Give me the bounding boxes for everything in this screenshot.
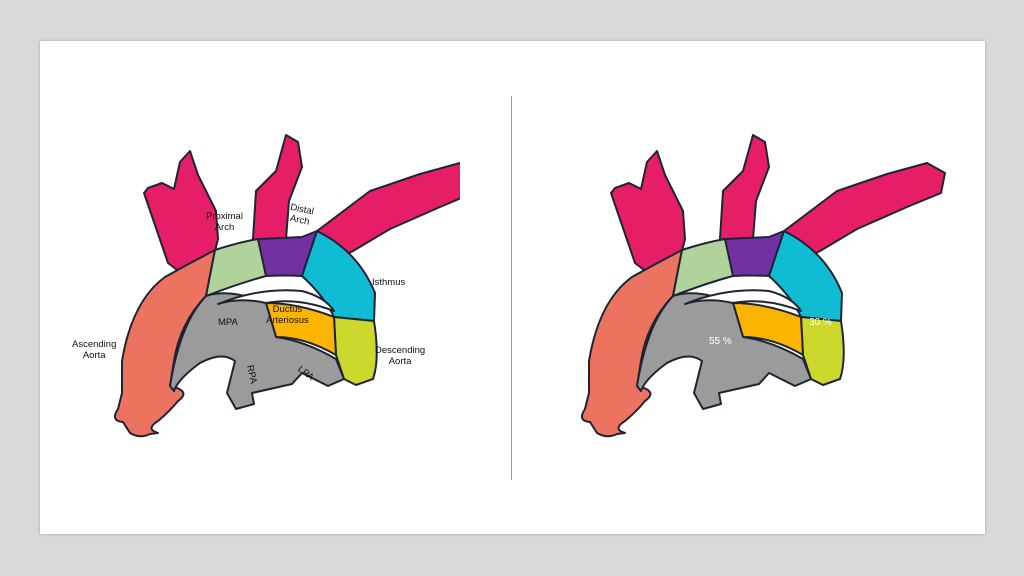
percent-descending: 38 %: [857, 355, 880, 366]
arch-gap: [684, 289, 802, 312]
panel-divider: [511, 96, 512, 480]
ductus-arteriosus-segment: [732, 302, 804, 356]
aortic-arch-drawing-labeled: [113, 134, 460, 438]
percentage-aorta-diagram: 8% 55 % 30 % 38 % 45 %: [555, 41, 975, 534]
descending-aorta-segment: [800, 316, 845, 386]
percent-isthmus: 8%: [857, 277, 872, 288]
label-isthmus: Isthmus: [372, 277, 406, 288]
pulmonary-artery-segment: [636, 292, 812, 410]
percent-mpa: 55 %: [709, 336, 732, 347]
percent-ductus: 30 %: [809, 317, 832, 328]
isthmus-segment: [768, 230, 843, 322]
isthmus-segment: [301, 230, 376, 322]
ductus-arteriosus-segment: [265, 302, 337, 356]
percent-ascending: 45 %: [656, 371, 679, 382]
aortic-arch-drawing-percentages: [580, 134, 946, 438]
brachiocephalic-vessel: [143, 150, 219, 277]
arch-gap: [217, 289, 335, 312]
pulmonary-artery-segment: [169, 292, 345, 410]
descending-aorta-segment: [333, 316, 378, 386]
label-mpa: MPA: [218, 317, 238, 328]
brachiocephalic-vessel: [610, 150, 686, 277]
